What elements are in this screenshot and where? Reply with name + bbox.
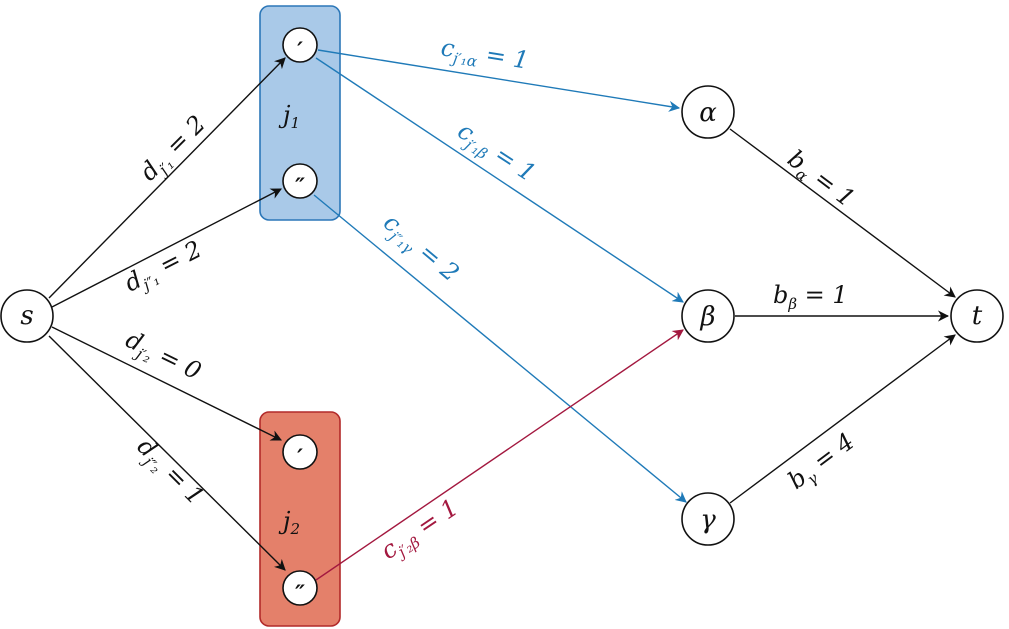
svg-text:dj″₂ = 1: dj″₂ = 1: [129, 432, 210, 513]
edge-j1prime-alpha: [317, 49, 681, 112]
label-c-j1doubleprime-gamma: cj″₁γ = 2: [376, 208, 465, 290]
label-c-j1prime-beta: cj′₁β = 1: [451, 117, 541, 191]
node-t: t: [950, 289, 1004, 343]
svg-text:α: α: [699, 98, 717, 128]
svg-text:cj′₁β = 1: cj′₁β = 1: [451, 117, 541, 191]
node-j1-prime: ′: [282, 27, 318, 64]
svg-text:γ: γ: [700, 505, 716, 535]
svg-text:t: t: [972, 301, 983, 331]
edge-j1doubleprime-gamma: [313, 194, 687, 503]
svg-text:dj′₁ = 2: dj′₁ = 2: [134, 110, 213, 189]
svg-text:′: ′: [297, 445, 303, 471]
svg-text:′: ′: [297, 38, 303, 64]
node-alpha: α: [681, 85, 735, 139]
edge-j2doubleprime-beta: [315, 329, 684, 581]
edge-j1prime-beta: [315, 57, 684, 303]
svg-text:cj″₁γ = 2: cj″₁γ = 2: [376, 208, 465, 290]
label-b-alpha: bα = 1: [780, 144, 860, 215]
node-j2-prime: ′: [282, 434, 318, 471]
edge-s-j2prime: [51, 326, 283, 441]
edge-s-j1doubleprime: [51, 188, 282, 308]
node-beta: β: [681, 289, 735, 343]
edge-s-j1prime: [48, 57, 286, 299]
svg-text:″: ″: [295, 174, 305, 200]
svg-text:bα = 1: bα = 1: [780, 144, 860, 215]
label-d-j1prime: dj′₁ = 2: [134, 110, 213, 189]
node-j2-doubleprime: ″: [282, 570, 318, 607]
svg-text:″: ″: [295, 581, 305, 607]
node-j1-doubleprime: ″: [282, 163, 318, 200]
svg-text:dj′₂ = 0: dj′₂ = 0: [120, 325, 206, 389]
edge-gamma-t: [729, 334, 956, 504]
svg-text:bγ = 4: bγ = 4: [783, 427, 862, 498]
label-d-j2prime: dj′₂ = 0: [120, 325, 206, 389]
edge-alpha-t: [729, 128, 956, 298]
node-gamma: γ: [681, 492, 735, 546]
svg-text:dj″₁ = 2: dj″₁ = 2: [120, 235, 208, 301]
svg-text:s: s: [20, 301, 33, 331]
label-b-beta: bβ = 1: [773, 281, 848, 313]
svg-text:β: β: [699, 302, 715, 332]
label-d-j2doubleprime: dj″₂ = 1: [129, 432, 210, 513]
svg-text:bβ = 1: bβ = 1: [773, 281, 848, 313]
edge-s-j2doubleprime: [48, 335, 286, 571]
label-b-gamma: bγ = 4: [783, 427, 862, 498]
group-j2-box: [259, 411, 341, 627]
node-s: s: [0, 289, 54, 343]
label-d-j1doubleprime: dj″₁ = 2: [120, 235, 208, 301]
